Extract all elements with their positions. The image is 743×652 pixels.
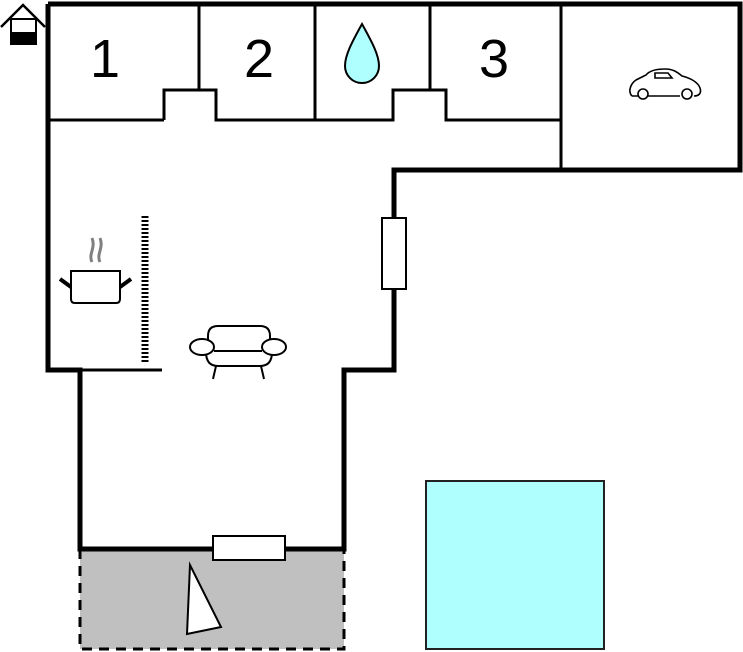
- car-icon: [629, 68, 702, 100]
- sun-umbrella-icon: [185, 561, 223, 636]
- door-terrace: [212, 535, 286, 561]
- house-entrance-icon: [0, 3, 46, 45]
- exterior-walls: [45, 1, 743, 552]
- cooking-pot-icon: [58, 237, 133, 304]
- pool: [425, 480, 605, 650]
- room-label-3: 3: [479, 29, 509, 89]
- terrace: [78, 549, 346, 651]
- interior-walls: [48, 4, 563, 372]
- window-east: [381, 217, 407, 290]
- water-drop-icon: [343, 21, 381, 84]
- room-label-1: 1: [90, 29, 120, 89]
- sofa-icon: [189, 325, 287, 380]
- room-label-2: 2: [244, 29, 274, 89]
